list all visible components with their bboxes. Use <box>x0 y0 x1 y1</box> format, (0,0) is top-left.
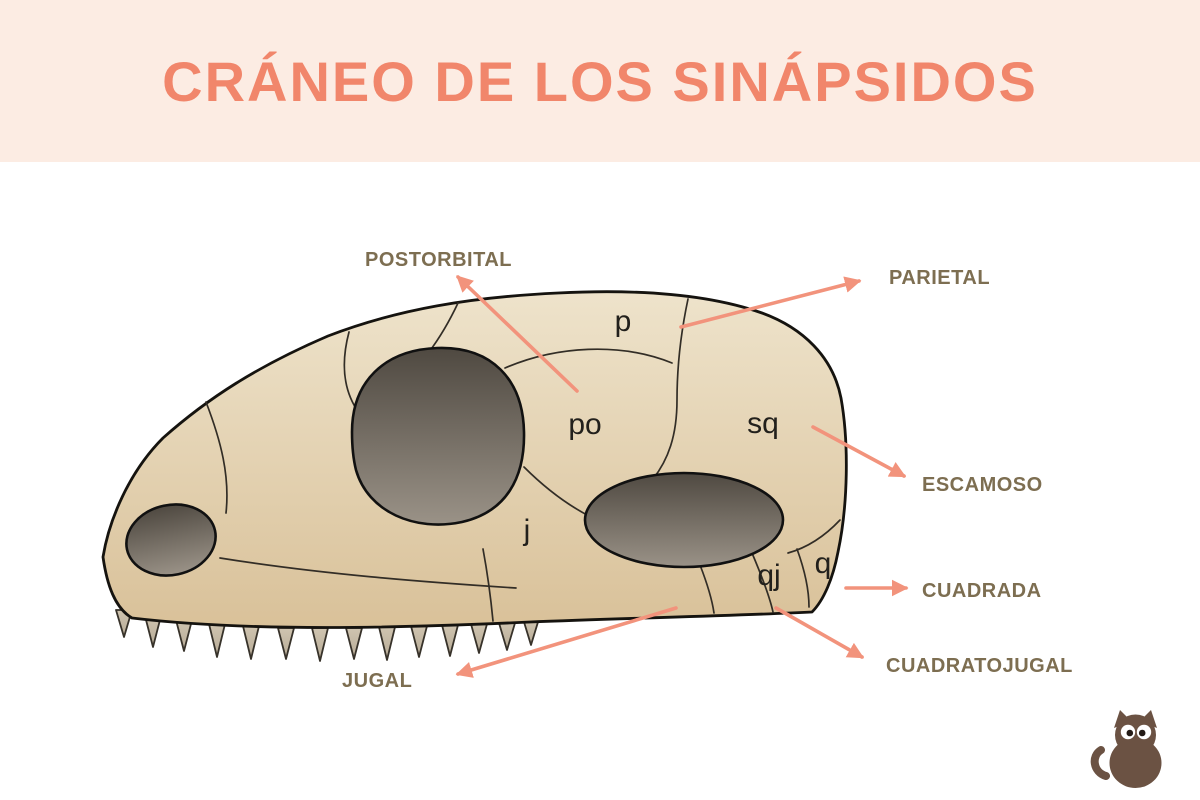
annotation-escamoso: ESCAMOSO <box>922 474 1043 496</box>
letter-quadrate: q <box>815 547 832 580</box>
parietal-arrow-icon <box>679 276 862 329</box>
letter-parietal: p <box>615 305 632 338</box>
page-title: CRÁNEO DE LOS SINÁPSIDOS <box>162 49 1038 113</box>
escamoso-arrow-icon <box>811 425 907 478</box>
nasal-opening <box>125 503 217 577</box>
letter-postorbital: po <box>568 408 601 441</box>
letter-quadratojugal: qj <box>757 559 780 592</box>
cat-logo <box>1086 706 1178 790</box>
annotation-jugal: JUGAL <box>342 670 412 692</box>
title-banner: CRÁNEO DE LOS SINÁPSIDOS <box>0 0 1200 162</box>
jugal-arrow-icon <box>455 606 678 678</box>
annotation-parietal: PARIETAL <box>889 267 990 289</box>
temporal-fenestra <box>583 471 785 569</box>
annotation-postorbital: POSTORBITAL <box>365 249 512 271</box>
annotation-arrows <box>455 275 909 678</box>
orbital-opening <box>350 346 526 526</box>
postorbital-arrow-icon <box>456 275 579 393</box>
letter-squamosal: sq <box>747 407 779 440</box>
annotation-cuadrada: CUADRADA <box>922 580 1042 602</box>
cat-mascot-icon <box>1090 710 1162 788</box>
annotation-cuadratojugal: CUADRATOJUGAL <box>886 655 1073 677</box>
cuadratojugal-arrow-icon <box>774 606 865 659</box>
letter-jugal: j <box>523 514 531 547</box>
